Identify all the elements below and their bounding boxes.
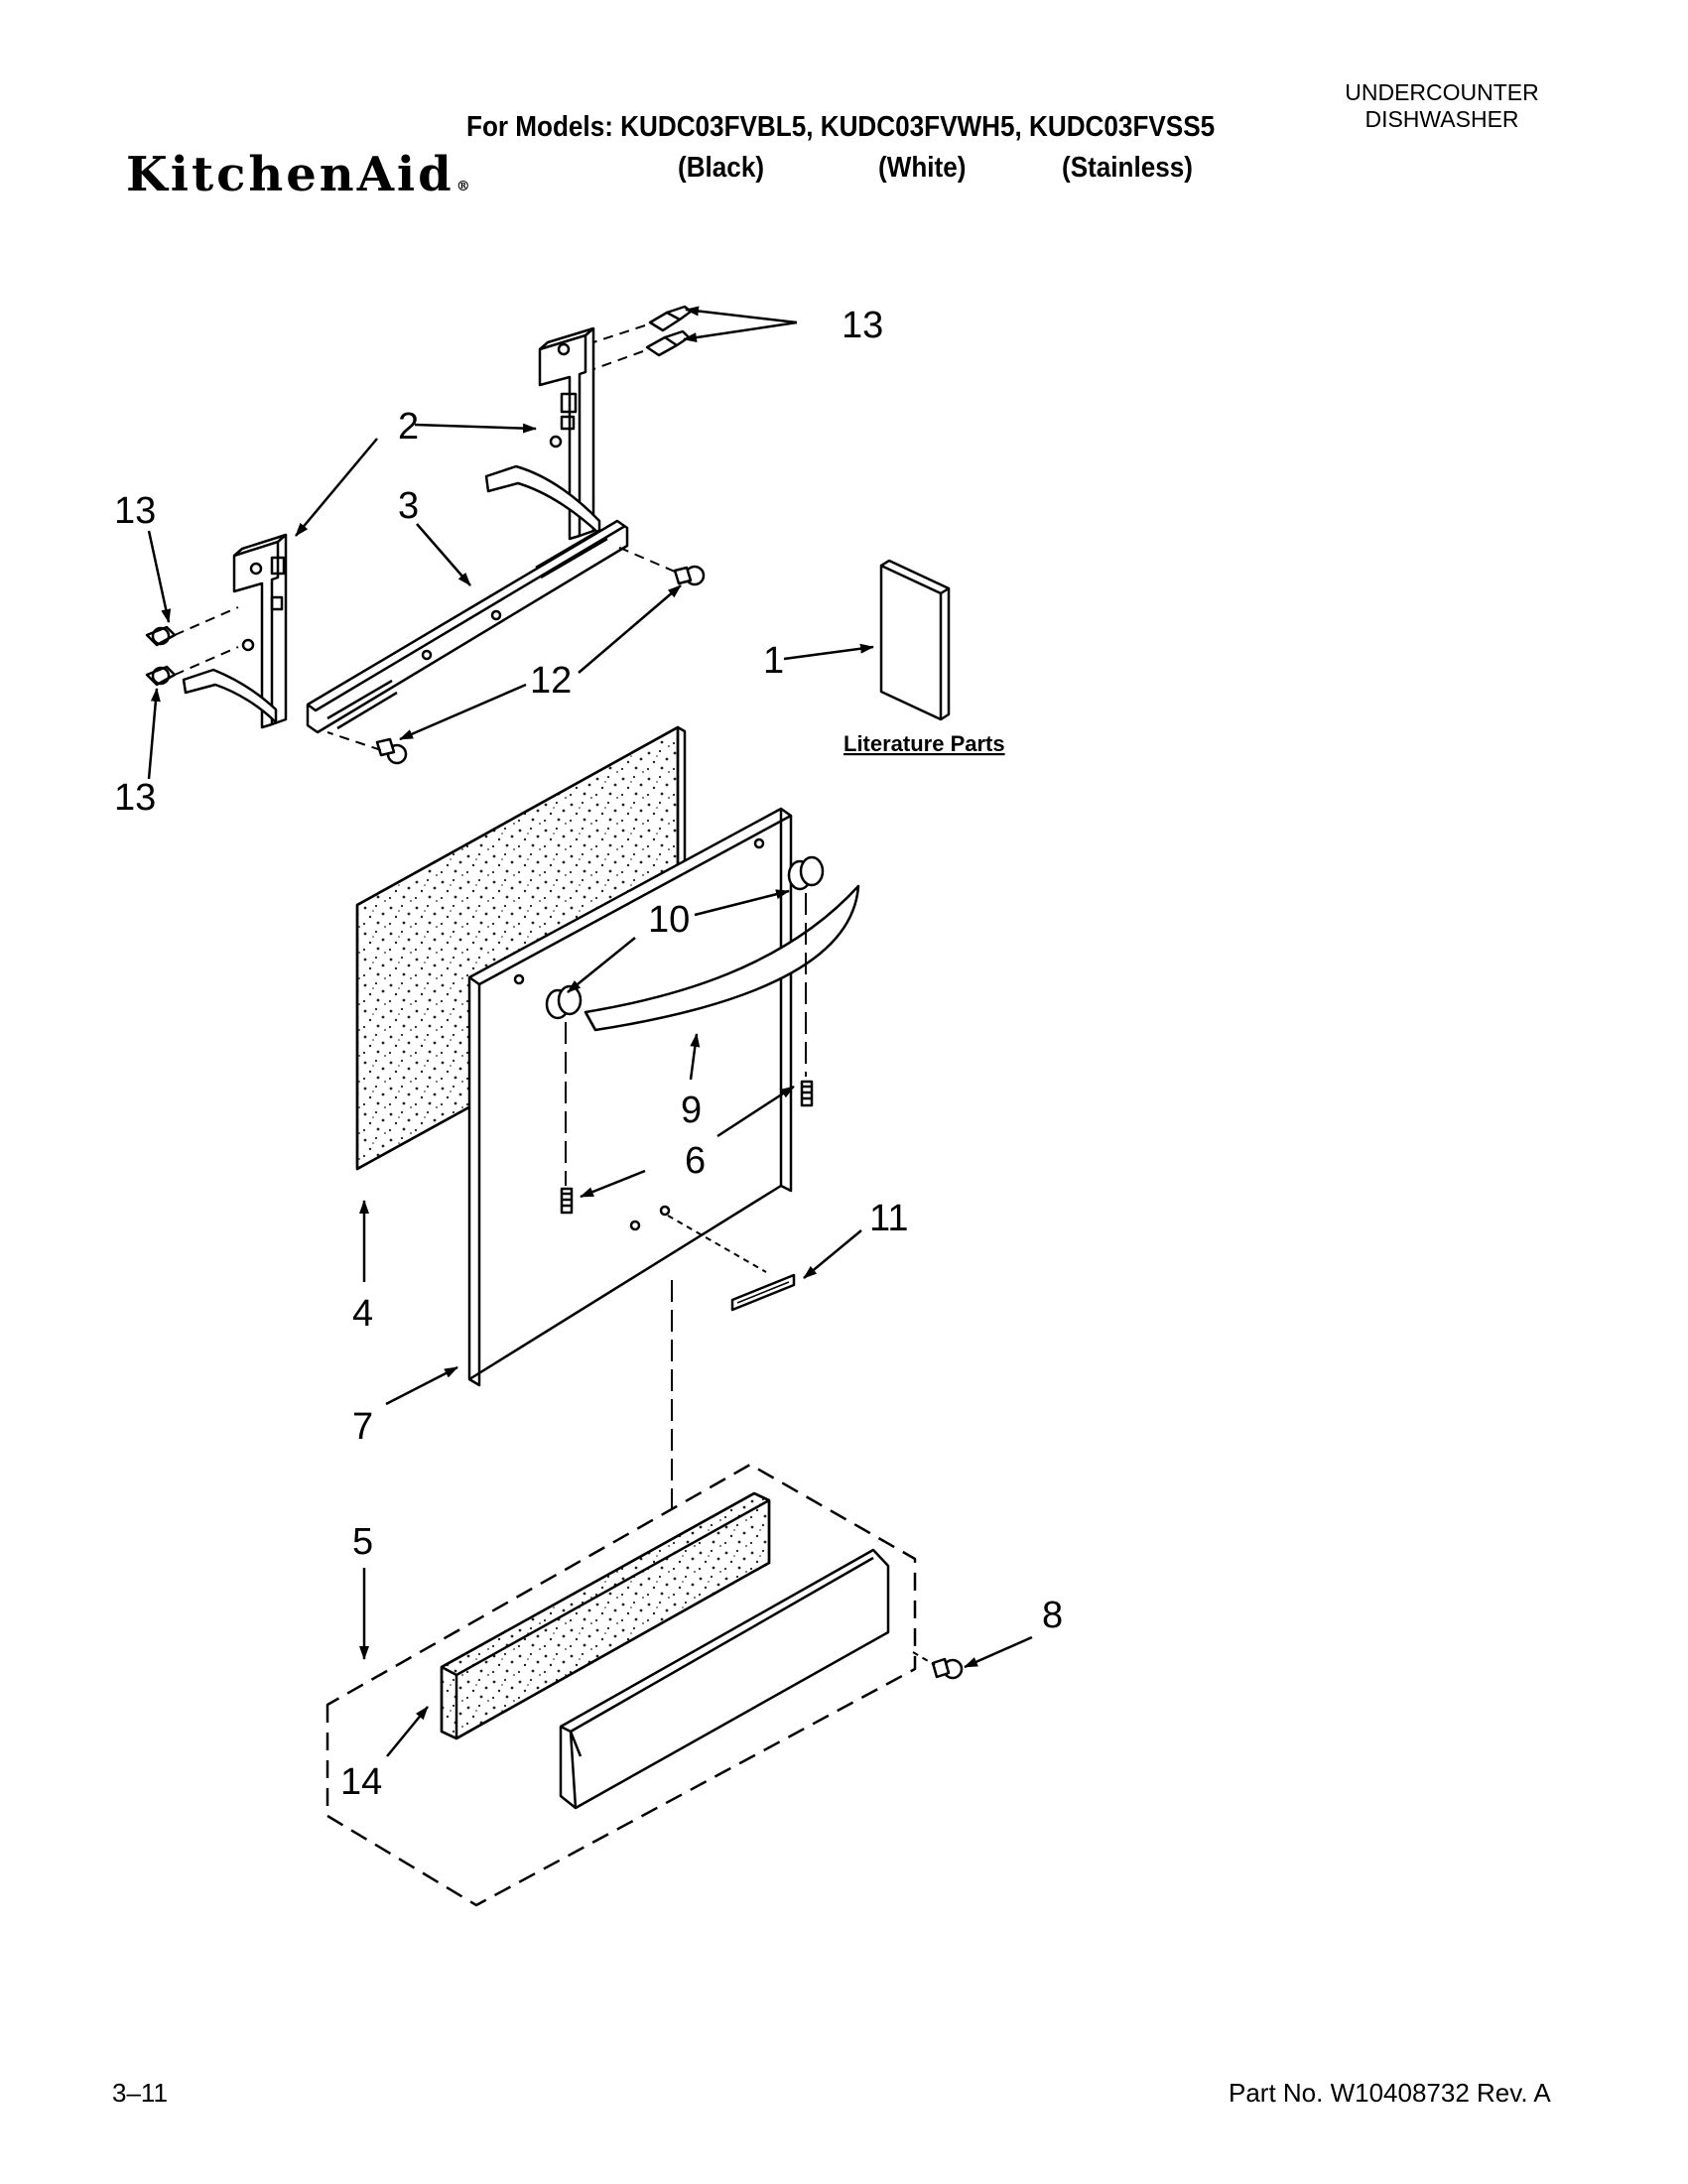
screw-13-left-lower: [145, 665, 177, 687]
badge-alignment-line: [667, 1215, 767, 1273]
installation-lines-door: [565, 893, 807, 1508]
mounting-bracket-right: [484, 326, 601, 541]
registered-mark: ®: [455, 179, 473, 194]
toe-kick-insulation: [440, 1491, 771, 1740]
color-stainless: (Stainless): [1062, 152, 1194, 184]
installation-lines-upper: [174, 324, 676, 751]
door-handle: [584, 884, 860, 1032]
handle-cap-right: [787, 855, 825, 891]
mounting-bracket-left: [182, 533, 288, 729]
category-line-2: DISHWASHER: [1364, 106, 1519, 132]
literature-booklet: [879, 559, 951, 721]
category-line-1: UNDERCOUNTER: [1345, 79, 1539, 105]
callout-7: 7: [352, 1406, 373, 1448]
page-number: 3–11: [112, 2078, 168, 2108]
callout-13-top: 13: [842, 305, 883, 346]
literature-parts-label: Literature Parts: [844, 731, 1005, 756]
screw-13-top: [648, 305, 693, 332]
color-black: (Black): [678, 152, 765, 184]
brand-name: KitchenAid: [126, 147, 454, 202]
callout-1: 1: [763, 640, 784, 682]
callout-12: 12: [530, 660, 572, 702]
callout-13-left-top: 13: [114, 490, 156, 532]
callout-2: 2: [398, 406, 419, 448]
callout-10: 10: [648, 899, 690, 941]
callout-6: 6: [685, 1140, 706, 1182]
product-category: UNDERCOUNTER DISHWASHER: [1343, 79, 1541, 133]
callout-3: 3: [398, 485, 419, 527]
callout-9: 9: [681, 1090, 702, 1131]
color-white: (White): [878, 152, 967, 184]
toe-kick-screw-line: [912, 1651, 936, 1666]
brand-logo: KitchenAid®: [126, 147, 473, 202]
callout-8: 8: [1042, 1595, 1063, 1636]
models-line: For Models: KUDC03FVBL5, KUDC03FVWH5, KU…: [466, 111, 1216, 143]
kitchenaid-badge: [730, 1273, 796, 1312]
part-number: Part No. W10408732 Rev. A: [1229, 2078, 1551, 2108]
callout-13-left-bottom: 13: [114, 777, 156, 819]
toe-kick-group-boundary: [325, 1463, 917, 1907]
callout-14: 14: [340, 1761, 382, 1803]
callout-11: 11: [869, 1198, 908, 1239]
screw-13-second: [645, 329, 691, 357]
outer-door-panel: [467, 807, 793, 1387]
handle-screw-left: [560, 1187, 574, 1215]
callout-5: 5: [352, 1521, 373, 1563]
callout-4: 4: [352, 1293, 373, 1335]
screw-12-right: [673, 565, 706, 586]
toe-kick-panel: [559, 1548, 890, 1810]
screw-12-left: [375, 737, 408, 765]
support-rail: [306, 519, 629, 734]
toe-kick-screw: [931, 1657, 964, 1680]
screw-13-left-upper: [145, 625, 177, 647]
callout-arrows: [147, 306, 1033, 1757]
handle-cap-left: [545, 984, 583, 1020]
handle-screw-right: [800, 1080, 814, 1107]
